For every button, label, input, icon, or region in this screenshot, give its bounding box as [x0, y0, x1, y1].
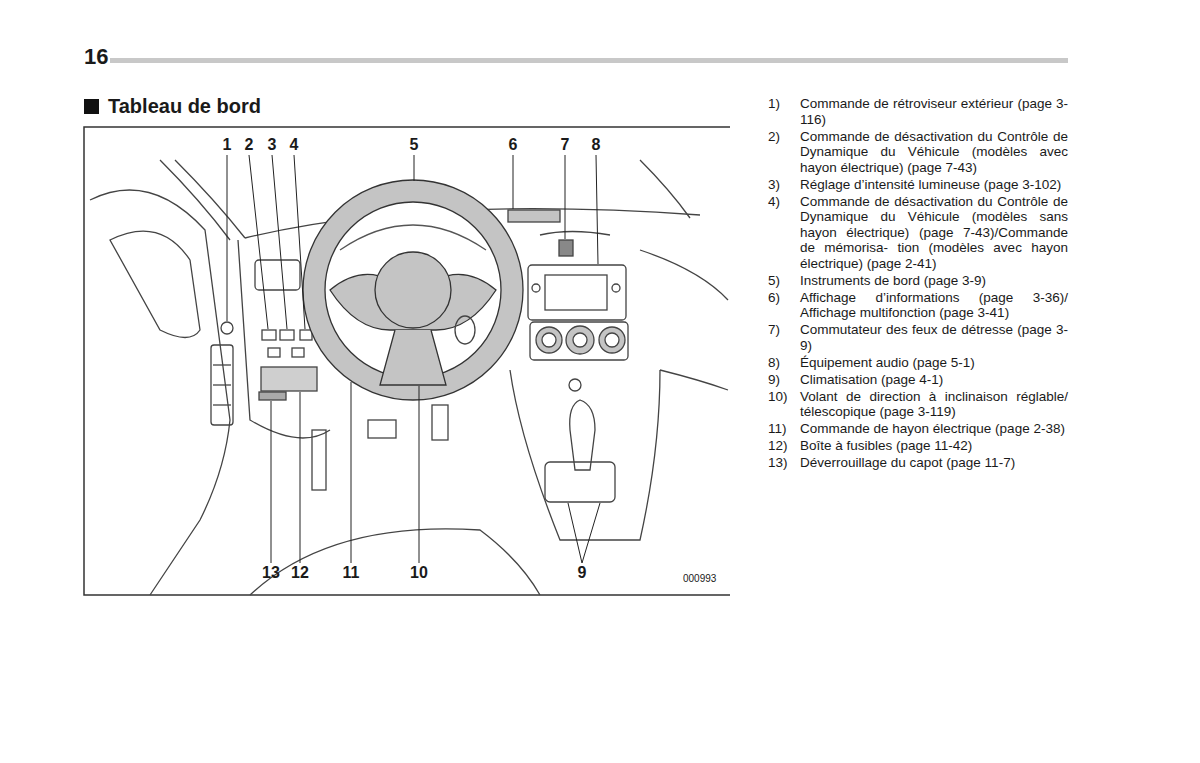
list-item: 7)Commutateur des feux de détresse (page… — [768, 322, 1068, 353]
leader-lines — [227, 155, 600, 563]
item-text: Déverrouillage du capot (page 11-7) — [800, 455, 1068, 471]
callout-number: 7 — [561, 136, 570, 154]
list-item: 12)Boîte à fusibles (page 11-42) — [768, 438, 1068, 454]
list-item: 3)Réglage d’intensité lumineuse (page 3-… — [768, 177, 1068, 193]
item-number: 10) — [768, 389, 800, 420]
list-item: 4)Commande de désactivation du Contrôle … — [768, 194, 1068, 272]
list-item: 11)Commande de hayon électrique (page 2-… — [768, 421, 1068, 437]
callout-number: 10 — [410, 564, 428, 582]
item-text: Boîte à fusibles (page 11-42) — [800, 438, 1068, 454]
item-text: Affichage d’informations (page 3-36)/ Af… — [800, 290, 1068, 321]
item-number: 9) — [768, 372, 800, 388]
callout-number: 1 — [223, 136, 232, 154]
item-number: 12) — [768, 438, 800, 454]
list-item: 1)Commande de rétroviseur extérieur (pag… — [768, 96, 1068, 127]
item-number: 6) — [768, 290, 800, 321]
item-text: Commande de désactivation du Contrôle de… — [800, 194, 1068, 272]
callout-number: 4 — [290, 136, 299, 154]
item-number: 1) — [768, 96, 800, 127]
item-number: 11) — [768, 421, 800, 437]
callout-number: 13 — [262, 564, 280, 582]
callout-number: 9 — [578, 564, 587, 582]
title-bullet — [84, 99, 99, 114]
list-item: 10)Volant de direction à inclinaison rég… — [768, 389, 1068, 420]
item-text: Volant de direction à inclinaison réglab… — [800, 389, 1068, 420]
figure-code: 000993 — [683, 573, 716, 584]
callout-number: 6 — [509, 136, 518, 154]
list-item: 9)Climatisation (page 4-1) — [768, 372, 1068, 388]
section-title: Tableau de bord — [108, 95, 261, 118]
callout-number: 5 — [410, 136, 419, 154]
item-number: 13) — [768, 455, 800, 471]
list-item: 2)Commande de désactivation du Contrôle … — [768, 129, 1068, 176]
callout-number: 8 — [592, 136, 601, 154]
page-number: 16 — [84, 44, 108, 70]
callout-number: 3 — [268, 136, 277, 154]
list-item: 6)Affichage d’informations (page 3-36)/ … — [768, 290, 1068, 321]
header-rule — [110, 58, 1068, 63]
item-number: 2) — [768, 129, 800, 176]
item-number: 8) — [768, 355, 800, 371]
item-text: Commutateur des feux de détresse (page 3… — [800, 322, 1068, 353]
list-item: 8)Équipement audio (page 5-1) — [768, 355, 1068, 371]
item-text: Commande de rétroviseur extérieur (page … — [800, 96, 1068, 127]
item-text: Instruments de bord (page 3-9) — [800, 273, 1068, 289]
item-text: Commande de hayon électrique (page 2-38) — [800, 421, 1068, 437]
callout-number: 11 — [343, 564, 360, 582]
item-number: 7) — [768, 322, 800, 353]
item-text: Climatisation (page 4-1) — [800, 372, 1068, 388]
item-number: 5) — [768, 273, 800, 289]
legend-list: 1)Commande de rétroviseur extérieur (pag… — [768, 96, 1068, 472]
item-text: Réglage d’intensité lumineuse (page 3-10… — [800, 177, 1068, 193]
callout-number: 2 — [245, 136, 254, 154]
item-number: 4) — [768, 194, 800, 272]
item-text: Commande de désactivation du Contrôle de… — [800, 129, 1068, 176]
item-text: Équipement audio (page 5-1) — [800, 355, 1068, 371]
callout-number: 12 — [291, 564, 309, 582]
item-number: 3) — [768, 177, 800, 193]
dashboard-drawing — [90, 160, 728, 595]
list-item: 13)Déverrouillage du capot (page 11-7) — [768, 455, 1068, 471]
list-item: 5)Instruments de bord (page 3-9) — [768, 273, 1068, 289]
figure-frame — [84, 127, 730, 595]
